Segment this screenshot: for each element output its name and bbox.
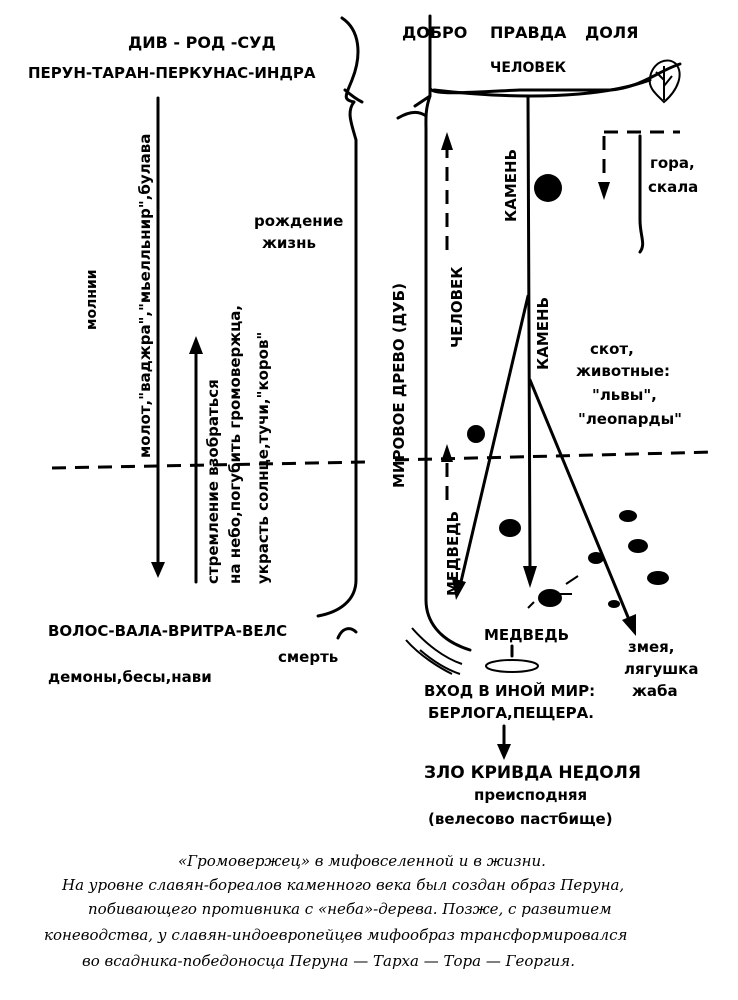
world-tree-left-cap (396, 110, 428, 120)
striving-arrow-head (189, 336, 203, 354)
label-frog: лягушка (624, 660, 698, 678)
label-rock: скала (648, 178, 698, 196)
medved-arrow-head (441, 444, 453, 462)
label-pasture: (велесово пастбище) (428, 810, 613, 828)
heading-pravda: ПРАВДА (490, 23, 567, 42)
label-den-cave: БЕРЛОГА,ПЕЩЕРА. (428, 704, 594, 722)
mountain-arrow-head (598, 182, 610, 200)
label-striving-2: на небо,погубить громовержца, (226, 305, 244, 584)
kamen-main-arrow-head (523, 566, 537, 588)
label-death: смерть (278, 648, 338, 666)
animal-spot-3 (647, 571, 669, 585)
death-tick (336, 627, 358, 640)
animal-spot-4 (588, 552, 604, 564)
den-entrance (485, 659, 539, 673)
label-mountain: гора, (650, 154, 695, 172)
label-cattle: скот, (590, 340, 634, 358)
label-medved-vertical: МЕДВЕДЬ (444, 511, 462, 596)
label-toad: жаба (632, 682, 678, 700)
label-striving-3: украсть солнце,тучи,"коров" (254, 332, 272, 584)
label-birth: рождение (254, 212, 343, 230)
label-chelovek-vertical: ЧЕЛОВЕК (448, 266, 466, 348)
stone-rays (527, 575, 579, 609)
world-tree-top-bar (432, 78, 652, 98)
kamen-left-branch (458, 294, 530, 588)
mountain-line (638, 134, 645, 254)
caption-line-5: во всадника-победоносца Перуна — Тарха —… (82, 952, 575, 970)
label-kamen-2: КАМЕНЬ (534, 297, 552, 370)
chelovek-arrow-head (441, 132, 453, 150)
stone-ball-large (534, 174, 562, 202)
divider-left (51, 460, 366, 470)
world-tree-trunk (413, 14, 682, 652)
label-kamen-1: КАМЕНЬ (502, 149, 520, 222)
label-lions: "львы", (592, 386, 657, 404)
label-chelovek-top: ЧЕЛОВЕК (490, 60, 567, 76)
label-snake: змея, (628, 638, 674, 656)
label-molnii: молнии (84, 269, 100, 330)
left-bracket (316, 16, 360, 618)
lightning-arrow-head (151, 562, 165, 578)
label-life: жизнь (262, 234, 316, 252)
heading-dolya: ДОЛЯ (585, 23, 638, 42)
label-volos: ВОЛОС-ВАЛА-ВРИТРА-ВЕЛС (48, 622, 287, 640)
label-underworld: преисподняя (474, 786, 587, 804)
stone-near-bear (538, 589, 562, 607)
heading-perun-taran: ПЕРУН-ТАРАН-ПЕРКУНАС-ИНДРА (28, 64, 316, 82)
stone-ball-lower (499, 519, 521, 537)
label-medved-bottom: МЕДВЕДЬ (484, 626, 569, 644)
label-evil: ЗЛО КРИВДА НЕДОЛЯ (424, 763, 641, 783)
animal-spot-5 (608, 600, 620, 608)
animal-spot-2 (628, 539, 648, 553)
kamen-right-arrow-head (622, 614, 636, 636)
caption-line-3: побивающего противника с «неба»-дерева. … (88, 900, 612, 918)
leaf-icon (648, 59, 681, 104)
caption-line-4: коневодства, у славян-индоевропейцев миф… (44, 926, 627, 944)
label-entrance: ВХОД В ИНОЙ МИР: (424, 681, 595, 700)
label-demons: демоны,бесы,нави (48, 668, 212, 686)
heading-dobro: ДОБРО (402, 23, 467, 42)
den-lines (405, 627, 463, 675)
left-bracket-tick (343, 88, 364, 104)
label-weapons: молот,"ваджра","мьелльнир",булава (136, 134, 154, 458)
kamen-left-arrow-head (452, 578, 466, 600)
caption-line-1: «Громовержец» в мифовселенной и в жизни. (178, 852, 546, 870)
label-leopards: "леопарды" (578, 410, 682, 428)
underworld-arrow-head (497, 744, 511, 760)
label-striving-1: стремление взобраться (204, 379, 222, 584)
stone-ball-mid (467, 425, 485, 443)
kamen-right-branch (528, 378, 632, 624)
label-world-tree: МИРОВОЕ ДРЕВО (ДУБ) (390, 283, 408, 488)
heading-div-rod-sud: ДИВ - РОД -СУД (128, 33, 276, 52)
label-animals: животные: (576, 362, 670, 380)
caption-line-2: На уровне славян-бореалов каменного века… (61, 876, 624, 894)
kamen-main-line (526, 94, 532, 572)
animal-spot-1 (619, 510, 637, 522)
